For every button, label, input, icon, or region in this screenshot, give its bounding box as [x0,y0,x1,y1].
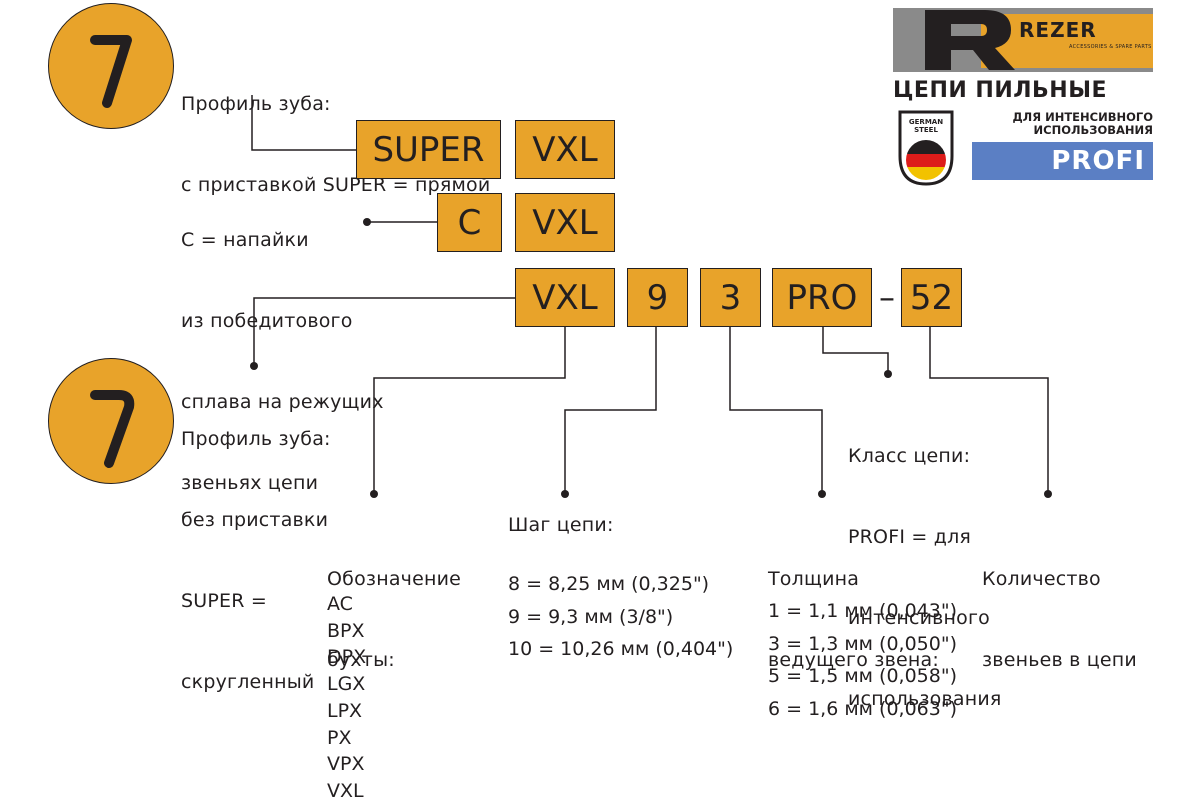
chain-class-line: Класс цепи: [848,445,971,467]
code-box-c: C [437,193,502,252]
profile-super-title: Профиль зуба: [181,93,331,115]
list-item: 8 = 8,25 мм (0,325") [508,573,710,595]
coil-title-line: Обозначение [327,568,462,590]
chain-class-line: интенсивного [848,607,990,629]
chain-class-label: Класс цепи: PROFI = для интенсивного исп… [848,389,1002,740]
list-item: 10 = 10,26 мм (0,404") [508,638,734,660]
profi-label: PROFI [1051,146,1145,176]
code-box-vxl: VXL [515,193,615,252]
gauge-title: Толщина ведущего звена: [768,512,939,701]
carbide-note-line: С = напайки [181,229,309,251]
code-box-super: SUPER [356,120,501,179]
pitch-list: 8 = 8,25 мм (0,325") 9 = 9,3 мм (3/8") 1… [508,568,733,666]
usage-label: ДЛЯ ИНТЕНСИВНОГО ИСПОЛЬЗОВАНИЯ [971,111,1153,137]
pitch-title: Шаг цепи: [508,514,614,536]
list-item: VPX [327,753,365,776]
links-count-title-line: звеньев в цепи [982,649,1137,671]
rezer-logo-subtitle: ACCESSORIES & SPARE PARTS [1069,44,1152,50]
code-box-class: PRO [772,268,872,327]
links-count-title: Количество звеньев в цепи [982,512,1137,701]
badge-line: GERMAN [908,118,944,126]
tooth-profile-straight-icon [48,3,174,129]
code-box-vxl: VXL [515,120,615,179]
code-box-gauge: 3 [700,268,761,327]
code-box-pitch: 9 [627,268,688,327]
code-dash: – [879,278,895,316]
coil-list: AC BPX DPX LGX LPX PX VPX VXL [327,591,366,805]
coil-title-line: бухты: [327,649,395,671]
r-mark-icon [925,10,1015,70]
list-item: LPX [327,699,363,722]
gauge-list: 1 = 1,1 мм (0,043") 3 = 1,3 мм (0,050") … [768,595,957,725]
profile-super-description: с приставкой SUPER = прямой [181,174,491,196]
carbide-note: С = напайки из победитового сплава на ре… [181,173,384,524]
list-item: LGX [327,673,366,696]
rezer-logo: REZER ACCESSORIES & SPARE PARTS [893,8,1153,72]
profile-rounded-label: Профиль зуба: без приставки SUPER = скру… [181,372,331,723]
list-item: DPX [327,646,367,669]
list-item: AC [327,593,353,615]
german-steel-label: GERMAN STEEL [902,118,950,134]
german-steel-badge [898,110,954,186]
code-box-vxl: VXL [515,268,615,327]
chain-class-line: PROFI = для [848,526,972,548]
profile-super-label: Профиль зуба: с приставкой SUPER = прямо… [181,37,490,226]
list-item: 9 = 9,3 мм (3/8") [508,605,674,628]
profile-rounded-line: SUPER = [181,590,267,612]
list-item: 1 = 1,1 мм (0,043") [768,600,958,622]
gauge-title-line: ведущего звена: [768,649,939,671]
gauge-title-line: Толщина [768,568,860,590]
links-count-title-line: Количество [982,568,1101,590]
carbide-note-line: из победитового [181,310,353,332]
chain-class-line: использования [848,688,1002,710]
rezer-logo-text: REZER [1019,18,1097,42]
profile-rounded-line: Профиль зуба: [181,428,331,450]
profile-rounded-line: скругленный [181,671,315,693]
profi-badge: PROFI [972,142,1153,180]
brand-block: REZER ACCESSORIES & SPARE PARTS ЦЕПИ ПИЛ… [893,8,1158,188]
badge-line: STEEL [914,126,938,134]
carbide-note-line: звеньях цепи [181,472,319,494]
code-box-links: 52 [901,268,962,327]
list-item: BPX [327,619,365,642]
list-item: PX [327,726,352,749]
list-item: 5 = 1,5 мм (0,058") [768,665,958,687]
list-item: VXL [327,779,364,802]
tooth-profile-rounded-icon [48,358,174,484]
product-title: ЦЕПИ ПИЛЬНЫЕ [893,78,1108,103]
coil-title: Обозначение бухты: [327,512,461,701]
usage-line: ДЛЯ ИНТЕНСИВНОГО [1012,110,1153,124]
usage-line: ИСПОЛЬЗОВАНИЯ [1033,123,1154,137]
list-item: 3 = 1,3 мм (0,050") [768,632,958,655]
list-item: 6 = 1,6 мм (0,063") [768,697,958,720]
carbide-note-line: сплава на режущих [181,391,384,413]
profile-rounded-line: без приставки [181,509,329,531]
